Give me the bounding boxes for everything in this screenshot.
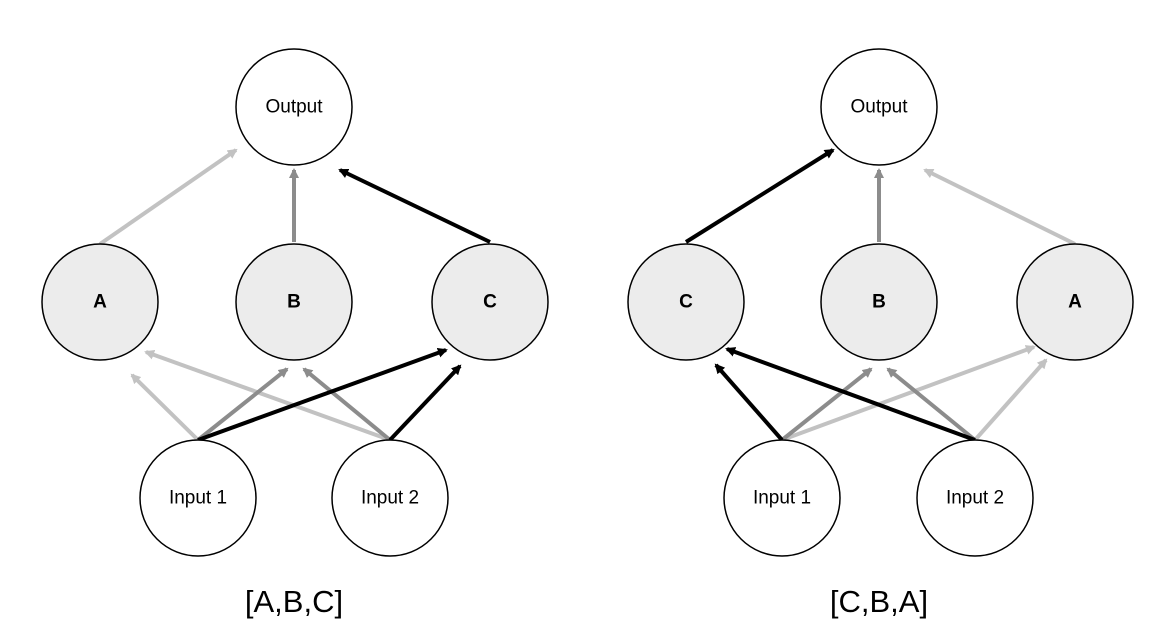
- hidden-node-label: B: [872, 292, 886, 313]
- hidden-node-label: A: [1068, 292, 1082, 313]
- network-right: Output C B A Input 1 Input 2 [C,B,A]: [627, 48, 1134, 619]
- hidden-node-b: B: [235, 243, 353, 361]
- output-node-label: Output: [850, 97, 908, 118]
- edge-input1-to-c: [714, 363, 784, 442]
- input-node-label: Input 1: [169, 488, 227, 509]
- edge-a-to-output: [923, 168, 1076, 246]
- network-caption: [A,B,C]: [245, 584, 343, 619]
- edge-a-to-output: [98, 148, 238, 246]
- hidden-node-label: C: [679, 292, 693, 313]
- edge-input1-to-a: [781, 345, 1036, 442]
- edge-input2-to-c: [388, 364, 462, 442]
- input-node-label: Input 2: [361, 488, 419, 509]
- hidden-node-a: A: [1016, 243, 1134, 361]
- hidden-node-b: B: [820, 243, 938, 361]
- edge-input1-to-a: [130, 373, 200, 442]
- edge-c-to-output: [684, 148, 835, 244]
- hidden-node-a: A: [41, 243, 159, 361]
- input-node-1: Input 1: [723, 439, 841, 557]
- hidden-node-label: C: [483, 292, 497, 313]
- hidden-node-c: C: [627, 243, 745, 361]
- network-caption: [C,B,A]: [830, 584, 928, 619]
- edges-layer: [98, 148, 491, 442]
- hidden-node-label: A: [93, 292, 107, 313]
- hidden-node-label: B: [287, 292, 301, 313]
- input-node-2: Input 2: [331, 439, 449, 557]
- output-node: Output: [235, 48, 353, 166]
- edge-c-to-output: [338, 168, 491, 244]
- edge-input1-to-b: [780, 367, 873, 442]
- edge-input2-to-b: [886, 367, 977, 442]
- hidden-node-c: C: [431, 243, 549, 361]
- input-node-1: Input 1: [139, 439, 257, 557]
- output-node-label: Output: [265, 97, 323, 118]
- input-node-label: Input 1: [753, 488, 811, 509]
- edge-input1-to-b: [196, 367, 289, 442]
- edge-input2-to-a: [973, 358, 1048, 442]
- edge-input2-to-a: [144, 350, 391, 442]
- input-node-label: Input 2: [946, 488, 1004, 509]
- network-left: Output A B C Input 1 Input 2 [A,B,C]: [41, 48, 549, 619]
- edge-input1-to-c: [197, 348, 448, 442]
- output-node: Output: [820, 48, 938, 166]
- input-node-2: Input 2: [916, 439, 1034, 557]
- edge-input2-to-b: [302, 367, 392, 442]
- edge-input2-to-c: [725, 347, 976, 442]
- edges-layer: [684, 148, 1076, 442]
